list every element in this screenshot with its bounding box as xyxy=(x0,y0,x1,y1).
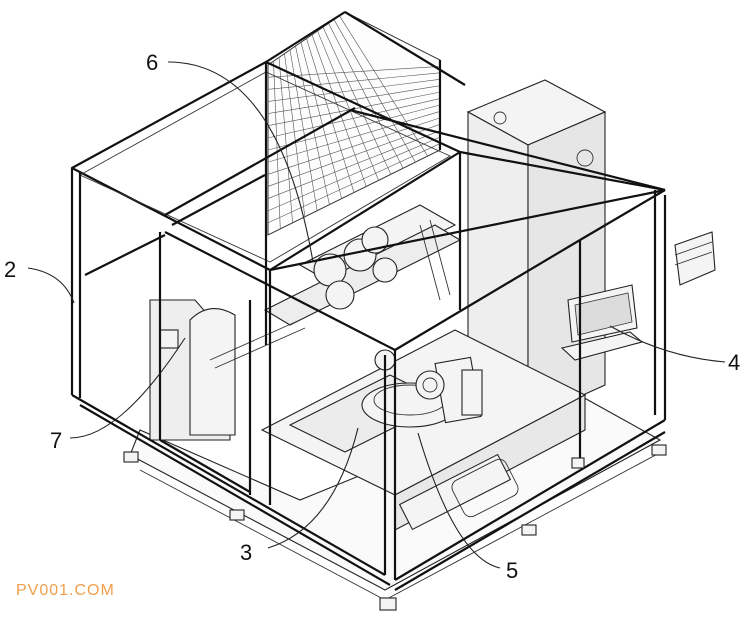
callout-2: 2 xyxy=(4,257,16,282)
mesh-wire xyxy=(328,23,404,169)
mesh-wire xyxy=(267,124,441,187)
callout-7: 7 xyxy=(50,428,62,453)
leader-7 xyxy=(69,337,186,439)
leader-6 xyxy=(167,61,314,263)
mesh-wire xyxy=(267,72,441,90)
leader-4 xyxy=(609,325,726,363)
monitor-unit xyxy=(560,231,716,361)
callout-labels: 2 3 4 5 6 7 xyxy=(4,50,740,583)
mesh-wire xyxy=(339,15,428,157)
mesh-wire xyxy=(284,53,306,217)
mesh-wire xyxy=(267,143,441,224)
mesh-wire xyxy=(289,49,318,211)
mesh-wire xyxy=(278,57,293,223)
mesh-wire xyxy=(317,30,379,181)
mesh-wire xyxy=(267,111,441,163)
mesh-wire xyxy=(267,78,441,102)
mesh-wire xyxy=(267,117,441,175)
mesh-wire xyxy=(267,104,441,151)
mesh-wire xyxy=(295,46,330,205)
mesh-wire xyxy=(267,136,441,211)
profile-frame xyxy=(70,11,667,611)
mesh-wire xyxy=(267,85,441,114)
leader-3 xyxy=(267,427,359,549)
loader-unit xyxy=(149,299,306,441)
leader-5 xyxy=(417,432,501,569)
callout-5: 5 xyxy=(506,558,518,583)
gantry-unit xyxy=(263,204,462,326)
leader-2 xyxy=(27,267,75,304)
mesh-wire xyxy=(273,61,281,229)
leader-lines xyxy=(27,61,726,569)
watermark: PV001.COM xyxy=(16,582,115,599)
callout-4: 4 xyxy=(728,350,740,375)
mesh-wire xyxy=(267,130,441,199)
mesh-wire xyxy=(306,38,355,193)
mesh-wire xyxy=(322,27,392,175)
mesh-wire xyxy=(267,98,441,139)
mesh-wire xyxy=(311,34,367,187)
callout-3: 3 xyxy=(240,540,252,565)
callout-6: 6 xyxy=(146,50,158,75)
mesh-wire xyxy=(300,42,343,199)
